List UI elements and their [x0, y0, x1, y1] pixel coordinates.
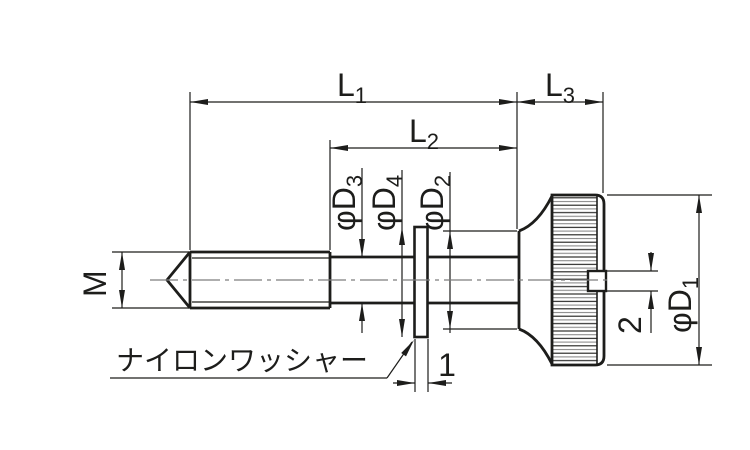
dimension-L1: L1	[189, 67, 518, 250]
label-L3: L3	[545, 67, 575, 108]
arrowhead-down	[399, 319, 405, 337]
arrowhead-up	[119, 252, 125, 270]
arrowhead-down	[447, 311, 453, 329]
label-washer-thickness: 1	[438, 347, 456, 383]
arrowhead-up	[648, 291, 654, 309]
arrowhead-up	[447, 231, 453, 249]
arrowhead-left	[428, 380, 446, 386]
knob-cone-slant-top	[518, 195, 554, 233]
dimension-L2: L2	[329, 113, 517, 250]
dimension-M: M	[77, 251, 192, 309]
arrowhead-right	[397, 380, 415, 386]
dimension-D2: φD2	[414, 172, 517, 333]
label-D2: φD2	[414, 175, 455, 231]
label-washer-note: ナイロンワッシャー	[116, 345, 368, 376]
knob-outline	[550, 193, 606, 367]
arrowhead-down	[359, 239, 365, 257]
label-D4: φD4	[366, 175, 407, 231]
dimension-L3: L3	[517, 67, 604, 193]
label-M: M	[77, 270, 113, 297]
dimension-slot-width: 2	[606, 252, 658, 334]
arrowhead-right	[585, 99, 603, 105]
label-D1: φD1	[662, 277, 703, 333]
dimension-washer-thickness: 1	[393, 339, 456, 392]
label-D3: φD3	[326, 175, 367, 231]
callout-arrowhead	[401, 340, 414, 357]
dimension-D1: φD1	[607, 194, 712, 366]
label-L2: L2	[409, 113, 439, 154]
label-slot-width: 2	[612, 316, 648, 334]
arrowhead-up	[399, 227, 405, 245]
dimension-D4: φD4	[366, 170, 407, 337]
arrowhead-left	[517, 99, 535, 105]
dimension-D3: φD3	[326, 168, 367, 333]
washer-callout: ナイロンワッシャー	[110, 340, 414, 379]
arrowhead-down	[119, 290, 125, 308]
arrowhead-right	[499, 145, 517, 151]
arrowhead-left	[330, 145, 348, 151]
arrowhead-left	[190, 99, 208, 105]
nylon-washer	[413, 225, 429, 339]
knob-slot	[586, 269, 608, 293]
label-L1: L1	[337, 67, 367, 108]
arrowhead-up	[359, 303, 365, 321]
arrowhead-down	[648, 253, 654, 271]
arrowhead-up	[696, 195, 702, 213]
knob-cone-slant-bottom	[518, 327, 554, 365]
arrowhead-down	[696, 347, 702, 365]
arrowhead-right	[499, 99, 517, 105]
